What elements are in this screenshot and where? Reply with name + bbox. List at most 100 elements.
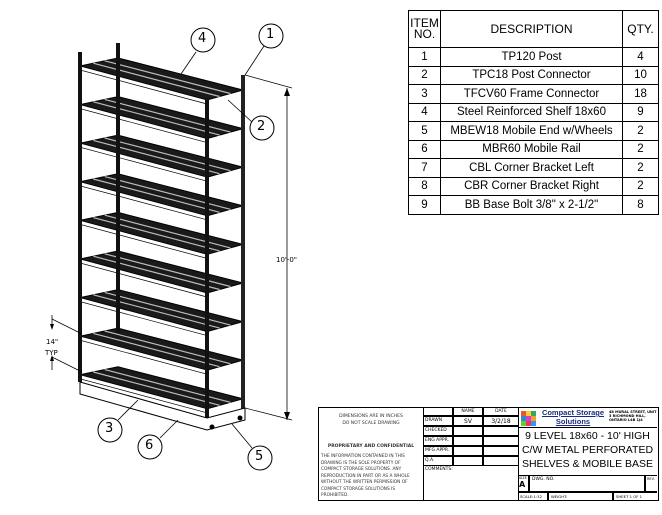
bom-cell-item: 1	[408, 47, 441, 67]
bom-cell-description: TPC18 Post Connector	[440, 65, 623, 85]
sheet-label: SHEET 1 OF 1	[613, 492, 657, 500]
dwg-no-label: DWG. NO.	[529, 475, 645, 492]
shelf	[79, 134, 245, 178]
bom-cell-item: 8	[408, 176, 441, 196]
bom-cell-qty: 4	[622, 47, 659, 67]
bom-cell-item: 7	[408, 158, 441, 178]
bom-cell-qty: 10	[622, 65, 659, 85]
shelf-stripe	[104, 291, 231, 326]
company-name-line-2: Solutions	[555, 416, 591, 426]
callout-4	[190, 27, 216, 53]
shelf	[79, 96, 245, 140]
callout-5-label: 5	[255, 449, 264, 464]
shelf-stripe	[104, 253, 231, 288]
notes-panel: DIMENSIONS ARE IN INCHES DO NOT SCALE DR…	[319, 408, 424, 500]
shelves-group	[79, 57, 245, 414]
callout-3-label: 3	[105, 421, 114, 436]
bom-header-row: ITEM NO. DESCRIPTION QTY.	[408, 10, 659, 48]
title-line-3: SHELVES & MOBILE BASE	[521, 458, 654, 470]
mobile-base	[79, 381, 246, 431]
shelf	[79, 289, 245, 333]
bom-cell-description: BB Base Bolt 3/8" x 2-1/2"	[440, 195, 623, 215]
shelf	[79, 211, 245, 255]
post-front-right	[205, 98, 209, 423]
wheel	[237, 415, 243, 421]
callout-6	[137, 434, 163, 460]
shelf-stripe	[93, 139, 220, 175]
bom-cell-qty: 9	[622, 102, 659, 122]
bom-cell-qty: 2	[622, 158, 659, 178]
shelf	[79, 366, 245, 410]
shelf-stripe	[104, 214, 231, 249]
callout-3	[97, 417, 123, 443]
title-line-2: C/W METAL PERFORATED	[521, 444, 654, 456]
company-name-line-1: Compact Storage	[541, 408, 605, 417]
bom-header-item: ITEM NO.	[408, 10, 441, 48]
shelf-stripe	[104, 137, 231, 172]
callout-6-label: 6	[145, 438, 154, 453]
qa-label: Q.A.	[423, 456, 453, 466]
drawing-title: 9 LEVEL 18x60 - 10' HIGH C/W METAL PERFO…	[518, 429, 657, 471]
spacing-typ-label: TYP	[45, 349, 58, 357]
size-value: A	[519, 480, 526, 489]
shelf	[79, 327, 245, 371]
comments-label: COMMENTS:	[425, 467, 453, 472]
shelf	[79, 250, 245, 294]
shelf-stripe	[93, 294, 220, 329]
bom-cell-description: MBR60 Mobile Rail	[440, 139, 623, 159]
drawn-label: DRAWN	[423, 416, 453, 426]
approvals-panel: NAME DATE DRAWN SV 3/2/18 CHECKED ENG AP…	[423, 408, 519, 500]
company-address: 48 MURAL STREET, UNIT 3 RICHMOND HILL, O…	[609, 410, 657, 422]
shelf-stripe	[93, 62, 220, 98]
drawn-name: SV	[453, 416, 483, 426]
shelf-stripe	[93, 101, 220, 136]
checked-label: CHECKED	[423, 426, 453, 436]
scale-label: SCALE:1:32	[518, 492, 548, 500]
callout-1-label: 1	[266, 27, 275, 42]
proprietary-title: PROPRIETARY AND CONFIDENTIAL	[327, 444, 415, 449]
proprietary-text: THE INFORMATION CONTAINED IN THIS DRAWIN…	[321, 454, 410, 498]
bom-cell-qty: 2	[622, 139, 659, 159]
shelf-stripe	[104, 330, 231, 365]
bom-cell-item: 9	[408, 195, 441, 215]
shelf-stripe	[104, 369, 231, 403]
shelf-stripe	[104, 176, 231, 210]
shelf-stripe	[93, 332, 220, 368]
date-header: DATE	[483, 408, 518, 416]
bom-cell-item: 2	[408, 65, 441, 85]
drawn-date: 3/2/18	[483, 416, 518, 426]
name-header: NAME	[453, 408, 483, 416]
bom-cell-qty: 8	[622, 195, 659, 215]
spacing-dimension-label: 14"	[46, 338, 59, 346]
title-block: DIMENSIONS ARE IN INCHES DO NOT SCALE DR…	[318, 407, 659, 501]
bom-cell-description: CBL Corner Bracket Left	[440, 158, 623, 178]
post-back-left	[116, 43, 120, 333]
shelf-stripe	[93, 371, 220, 406]
wheel	[209, 424, 215, 430]
dimensions-note-2: DO NOT SCALE DRAWING	[342, 421, 400, 426]
shelf-stripe	[93, 178, 220, 213]
bom-cell-item: 5	[408, 121, 441, 141]
rev-label: REV.	[645, 475, 657, 492]
callout-4-label: 4	[198, 31, 207, 46]
shelf-stripe	[93, 217, 220, 252]
shelf	[79, 173, 245, 217]
bom-cell-description: TFCV60 Frame Connector	[440, 84, 623, 104]
title-line-1: 9 LEVEL 18x60 - 10' HIGH	[525, 430, 650, 442]
bom-header-description: DESCRIPTION	[440, 10, 623, 48]
bom-cell-item: 4	[408, 102, 441, 122]
dimensions-note-1: DIMENSIONS ARE IN INCHES	[339, 414, 403, 419]
